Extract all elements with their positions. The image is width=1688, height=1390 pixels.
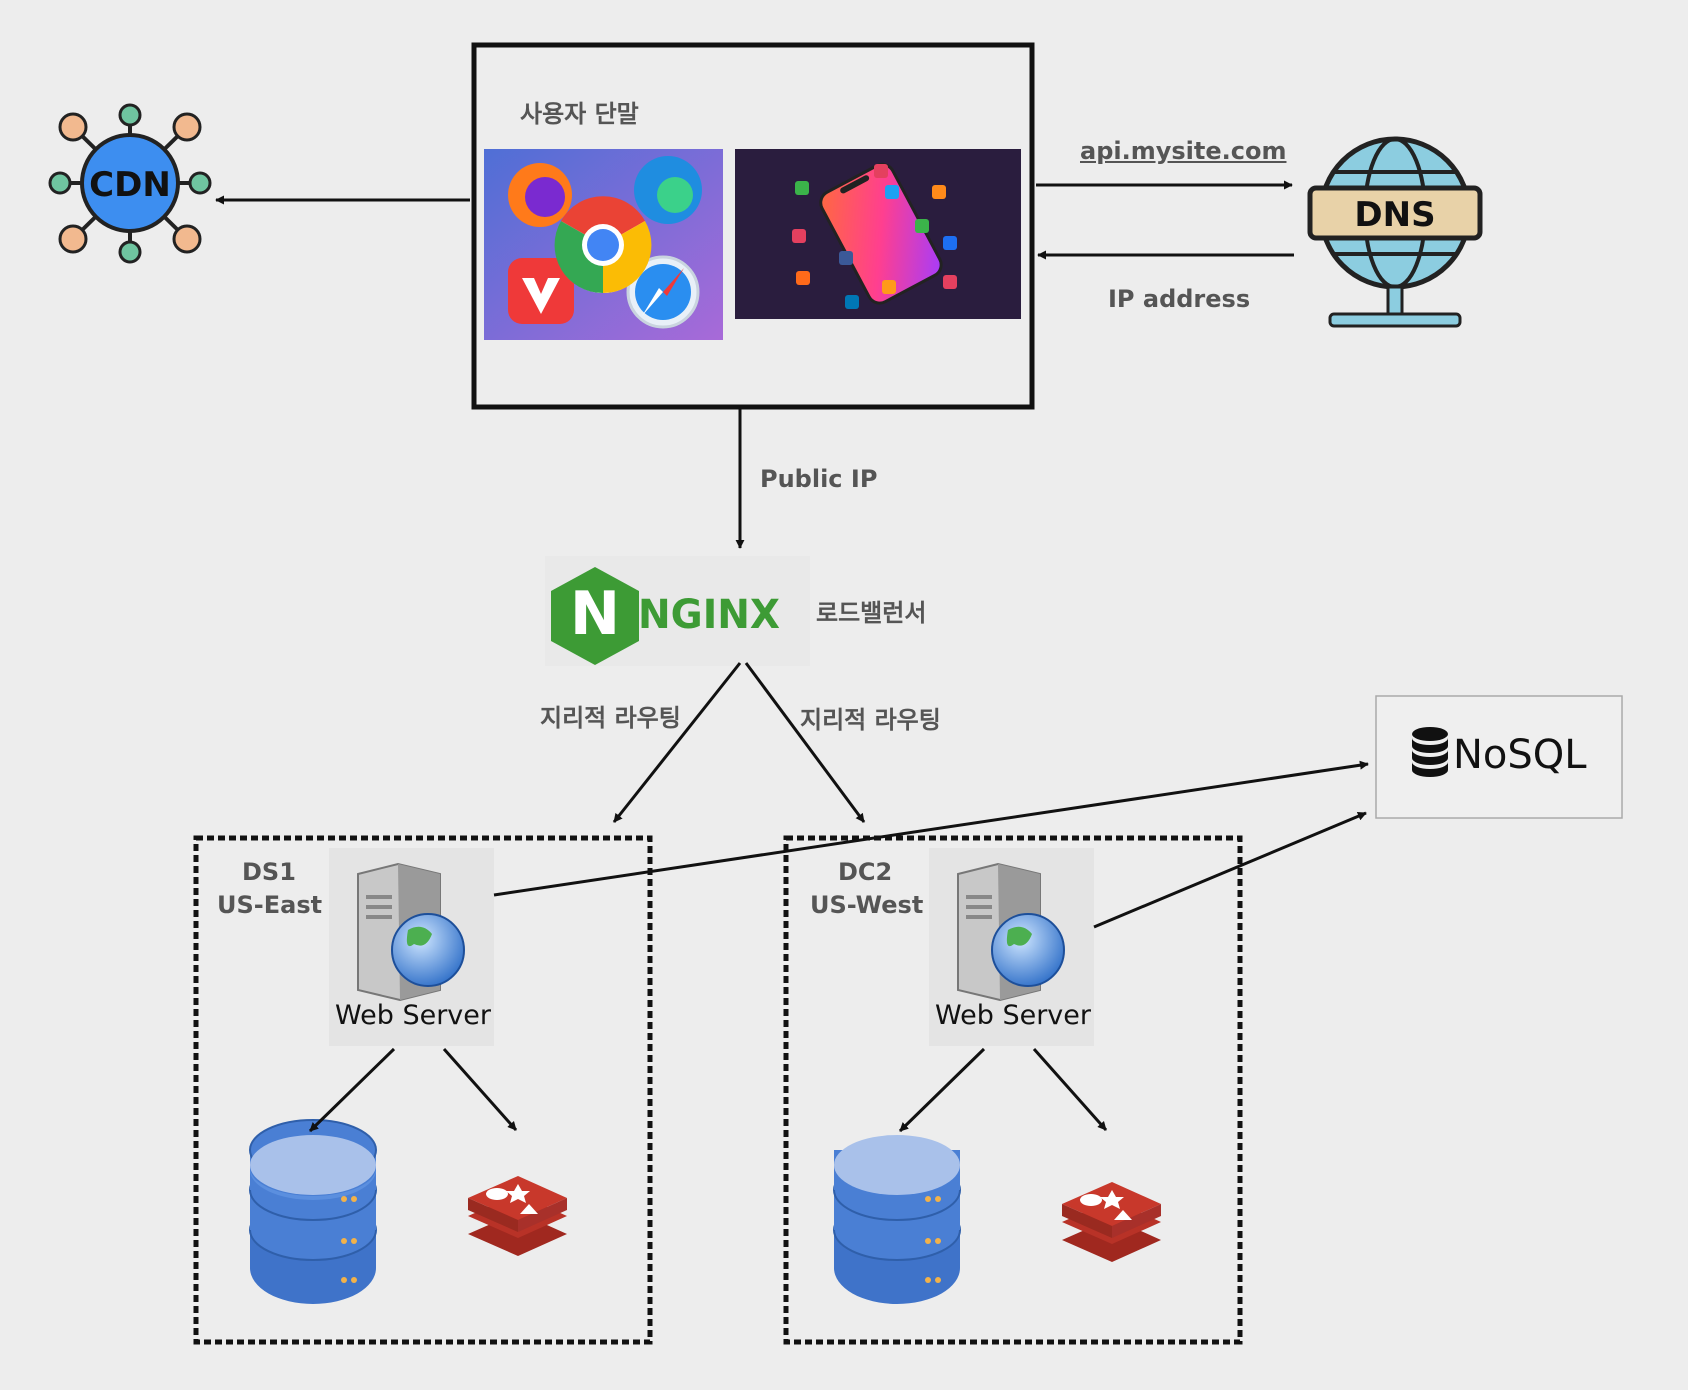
datacenter-east-box — [193, 835, 653, 1345]
arrow-east-server-to-db — [308, 1047, 396, 1133]
datacenter-east-region: US-East — [217, 891, 323, 919]
public-ip-label: Public IP — [760, 465, 878, 493]
browser-apps-image — [484, 149, 723, 340]
arrow-west-server-to-db — [898, 1047, 986, 1133]
load-balancer-label: 로드밸런서 — [816, 599, 927, 627]
database-west-icon — [833, 1135, 961, 1304]
nosql-box: NoSQL — [1375, 695, 1623, 819]
request-label: api.mysite.com — [1080, 137, 1287, 165]
arrow-nginx-to-east — [612, 662, 742, 823]
dns-icon: DNS — [1307, 136, 1483, 328]
geo-routing-right-label: 지리적 라우팅 — [800, 706, 941, 734]
arrow-west-server-to-cache — [1032, 1048, 1108, 1131]
cdn-label: CDN — [89, 165, 171, 205]
web-server-west-icon — [929, 848, 1094, 1046]
datacenter-west-region: US-West — [810, 891, 924, 919]
nginx-logo-letter: N — [570, 579, 620, 649]
web-server-west-label: Web Server — [935, 1000, 1091, 1031]
nginx-logo: N NGINX — [545, 556, 810, 666]
nginx-logo-text: NGINX — [638, 592, 780, 638]
client-title: 사용자 단말 — [520, 100, 639, 128]
database-icon — [1412, 727, 1448, 777]
nosql-label: NoSQL — [1453, 732, 1587, 778]
geo-routing-left-label: 지리적 라우팅 — [540, 704, 681, 732]
web-server-east-label: Web Server — [335, 1000, 491, 1031]
redis-cache-east-icon — [468, 1176, 567, 1256]
dns-label: DNS — [1354, 195, 1435, 235]
web-server-east-icon — [329, 848, 494, 1046]
arrow-east-server-to-nosql — [493, 760, 1369, 897]
client-box — [471, 42, 1035, 410]
arrow-nginx-to-west — [744, 662, 866, 823]
datacenter-west-box — [783, 835, 1243, 1345]
arrow-east-server-to-cache — [442, 1048, 518, 1131]
database-east-icon — [249, 1119, 377, 1304]
response-label: IP address — [1108, 285, 1251, 313]
mobile-apps-image — [735, 149, 1021, 319]
redis-cache-west-icon — [1062, 1182, 1161, 1262]
arrow-west-server-to-nosql — [1093, 811, 1367, 929]
datacenter-west-name: DC2 — [838, 858, 893, 886]
datacenter-east-name: DS1 — [242, 858, 296, 886]
cdn-icon: CDN — [48, 103, 212, 264]
